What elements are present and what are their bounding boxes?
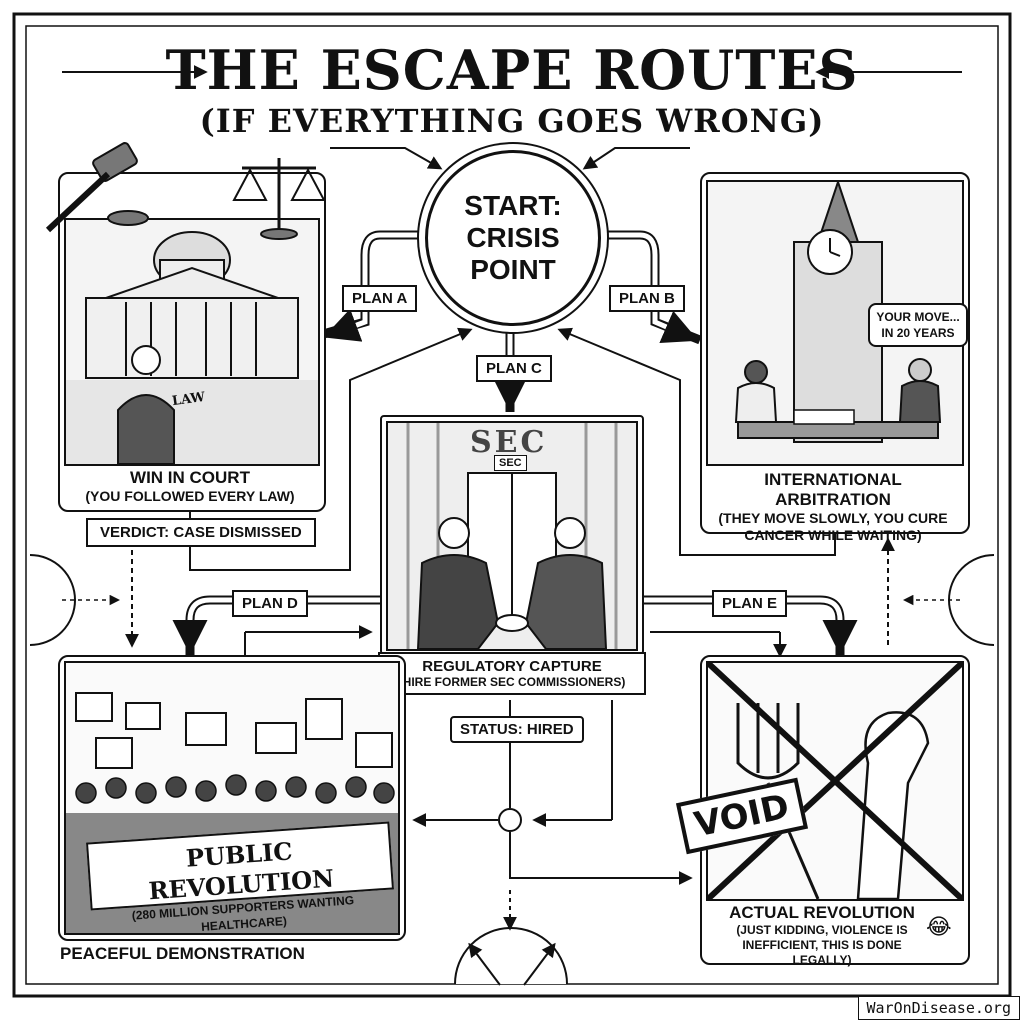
verdict-ribbon: VERDICT: CASE DISMISSED <box>86 518 316 547</box>
actual-revolution-caption: ACTUAL REVOLUTION (JUST KIDDING, VIOLENC… <box>712 903 932 968</box>
court-caption-title: WIN IN COURT <box>130 468 250 487</box>
actual-revolution-caption-sub: (JUST KIDDING, VIOLENCE IS INEFFICIENT, … <box>736 923 908 967</box>
speech-bubble: YOUR MOVE... IN 20 YEARS <box>868 303 968 347</box>
capture-caption: REGULATORY CAPTURE (HIRE FORMER SEC COMM… <box>378 652 646 695</box>
pitchfork-fist-image <box>706 661 964 901</box>
plan-d-label: PLAN D <box>232 590 308 617</box>
arbitration-caption-title: INTERNATIONAL ARBITRATION <box>764 470 902 509</box>
sec-sign-large: SEC <box>470 425 548 460</box>
plan-b-label: PLAN B <box>609 285 685 312</box>
court-caption-sub: (YOU FOLLOWED EVERY LAW) <box>85 488 295 504</box>
courthouse-image <box>64 218 320 466</box>
page-subtitle: (IF EVERYTHING GOES WRONG) <box>199 102 825 140</box>
start-line-1: START: <box>464 190 562 221</box>
laughing-emoji-icon: 😂 <box>926 914 952 939</box>
actual-revolution-caption-title: ACTUAL REVOLUTION <box>729 903 915 922</box>
arbitration-image <box>706 180 964 466</box>
status-hired-tag: STATUS: HIRED <box>450 716 584 743</box>
arbitration-caption-sub: (THEY MOVE SLOWLY, YOU CURE CANCER WHILE… <box>718 510 948 543</box>
sec-sign-small: SEC <box>494 455 527 471</box>
speech-line-2: IN 20 YEARS <box>881 326 955 340</box>
start-line-3: POINT <box>470 254 556 285</box>
gavel-icon <box>45 142 149 233</box>
plan-e-label: PLAN E <box>712 590 788 617</box>
watermark: WarOnDisease.org <box>857 996 1020 1020</box>
public-revolution-caption: PEACEFUL DEMONSTRATION <box>60 944 305 963</box>
capture-caption-sub: (HIRE FORMER SEC COMMISSIONERS) <box>398 675 626 689</box>
start-node: START: CRISIS POINT <box>425 150 601 326</box>
court-caption: WIN IN COURT (YOU FOLLOWED EVERY LAW) <box>64 468 316 505</box>
scales-of-justice-icon <box>232 158 326 240</box>
plan-c-label: PLAN C <box>476 355 552 382</box>
page-title: THE ESCAPE ROUTES <box>165 38 859 102</box>
speech-line-1: YOUR MOVE... <box>876 310 960 324</box>
plan-a-label: PLAN A <box>342 285 418 312</box>
handshake-image <box>386 421 638 651</box>
capture-caption-title: REGULATORY CAPTURE <box>422 658 602 675</box>
arbitration-caption: INTERNATIONAL ARBITRATION (THEY MOVE SLO… <box>706 470 960 544</box>
start-line-2: CRISIS <box>466 222 560 253</box>
